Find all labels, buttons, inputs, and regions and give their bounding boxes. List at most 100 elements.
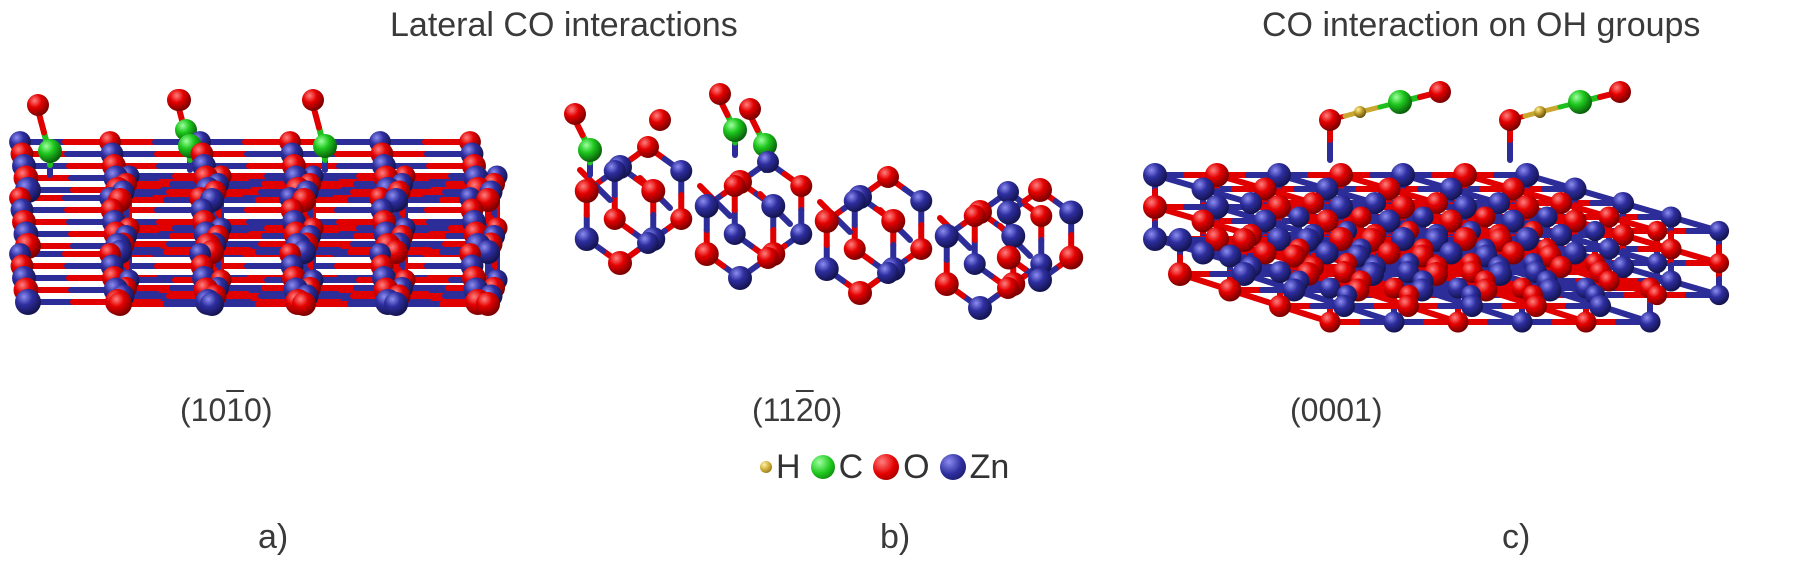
atom-o [1611, 223, 1635, 247]
atom-o [564, 103, 586, 125]
legend-label-o: O [903, 447, 930, 486]
atom-o [1439, 209, 1463, 233]
atom-zn [790, 223, 813, 245]
title-lateral-co: Lateral CO interactions [390, 6, 738, 44]
atom-o [1059, 245, 1084, 270]
atom-o [1563, 209, 1587, 233]
atom-o [709, 83, 731, 105]
atom-o [1191, 209, 1215, 233]
atom-h [1534, 106, 1546, 118]
atom-o [641, 179, 666, 203]
atom-o [1332, 260, 1356, 284]
atom-zn [1377, 209, 1401, 233]
atom-o [1524, 294, 1548, 318]
atom-o [1609, 81, 1631, 103]
carbon-swatch-icon [810, 455, 835, 479]
atom-zn [968, 296, 992, 320]
atom-o [649, 109, 671, 131]
atom-zn [1268, 260, 1292, 284]
atom-zn [1563, 177, 1587, 201]
atom-c [578, 138, 602, 162]
atom-o [757, 247, 779, 269]
atom-o [608, 251, 632, 275]
panel-label-c: c) [1502, 518, 1531, 556]
atom-o [1218, 278, 1242, 302]
atom-o [1377, 177, 1401, 201]
atom-o [1253, 177, 1277, 201]
atom-o [1232, 228, 1256, 252]
atom-o [1319, 311, 1341, 333]
atom-zn [761, 194, 786, 218]
atom-zn [1646, 252, 1668, 274]
legend-label-h: H [776, 447, 801, 486]
atom-zn [1511, 311, 1533, 333]
atom-zn [1319, 277, 1341, 299]
surface-label-a: (1010) [180, 392, 273, 428]
atom-zn [1536, 206, 1558, 228]
atom-o [1315, 209, 1339, 233]
atom-o [1030, 205, 1053, 227]
atom-zn [1363, 191, 1387, 215]
atom-o [1646, 284, 1668, 306]
atom-zn [1460, 294, 1484, 318]
atom-zn [1708, 220, 1730, 242]
atom-o [1598, 270, 1620, 292]
atom-o [1447, 311, 1469, 333]
element-legend: H C O Zn [760, 445, 1019, 489]
atom-o [1268, 294, 1292, 318]
atom-o [790, 175, 813, 197]
atom-o [1253, 241, 1277, 265]
atom-zn [1143, 163, 1167, 187]
atom-zn [963, 253, 986, 275]
atom-zn [1332, 294, 1356, 318]
atom-zn [1588, 294, 1612, 318]
atom-o [1168, 262, 1192, 286]
atom-o [1028, 178, 1052, 202]
atom-o [694, 242, 719, 266]
atom-zn [1439, 241, 1463, 265]
atom-o [1143, 195, 1167, 219]
atom-zn [1660, 206, 1682, 228]
atom-c [313, 134, 337, 158]
zinc-swatch-icon [939, 454, 966, 480]
atom-zn [1191, 177, 1215, 201]
atom-zn [1001, 224, 1026, 248]
atom-zn [1584, 220, 1606, 242]
atom-h [1354, 106, 1366, 118]
atom-zn [1439, 177, 1463, 201]
atom-o [1549, 191, 1573, 215]
atom-o [1429, 81, 1451, 103]
atom-o [1499, 109, 1521, 131]
surface-label-b: (1120) [752, 392, 843, 428]
atom-o [848, 281, 872, 305]
legend-label-c: C [838, 447, 864, 486]
atom-o [302, 89, 324, 111]
atom-zn [1611, 191, 1635, 215]
atom-o [1474, 206, 1496, 228]
atom-zn [1218, 244, 1242, 268]
atom-o [997, 277, 1019, 299]
atom-zn [1487, 191, 1511, 215]
atom-o [1660, 238, 1682, 260]
atom-zn [843, 190, 866, 212]
atom-o [877, 166, 899, 188]
atom-o [1501, 177, 1525, 201]
panel-label-b: b) [880, 518, 911, 556]
atom-zn [910, 190, 933, 212]
atom-o [574, 179, 599, 203]
atom-zn [1028, 268, 1052, 292]
oxygen-swatch-icon [873, 454, 900, 480]
atom-zn [1563, 241, 1587, 265]
atom-o [637, 136, 659, 158]
atom-o [603, 208, 626, 230]
atom-o [1575, 311, 1597, 333]
atom-zn [996, 200, 1021, 225]
atom-o [996, 245, 1021, 270]
atom-zn [1288, 206, 1310, 228]
atom-zn [1501, 209, 1525, 233]
atom-c [1388, 90, 1412, 114]
atom-o [1708, 252, 1730, 274]
atom-o [739, 98, 761, 120]
atom-zn [814, 257, 839, 281]
atom-zn [1282, 278, 1306, 302]
